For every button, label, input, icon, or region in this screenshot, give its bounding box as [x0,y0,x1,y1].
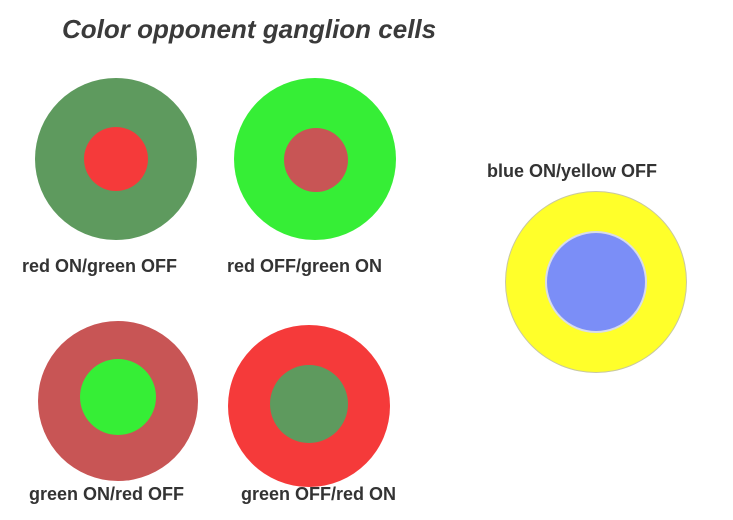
green-off-red-on-cell [228,325,390,487]
cell-label: green ON/red OFF [29,484,185,504]
red-on-green-off-cell [35,78,197,240]
page-title: Color opponent ganglion cells [62,14,437,44]
green-on-red-off-cell [38,321,198,481]
cell-center [80,359,156,435]
cell-label: red OFF/green ON [227,256,383,276]
cell-label: blue ON/yellow OFF [487,161,658,181]
cell-center [270,365,348,443]
cell-center [547,233,645,331]
red-off-green-on-cell [234,78,396,240]
blue-on-yellow-off-cell [506,192,686,372]
cell-center [284,128,348,192]
cell-label: red ON/green OFF [22,256,178,276]
cell-label: green OFF/red ON [241,484,397,504]
cell-center [84,127,148,191]
